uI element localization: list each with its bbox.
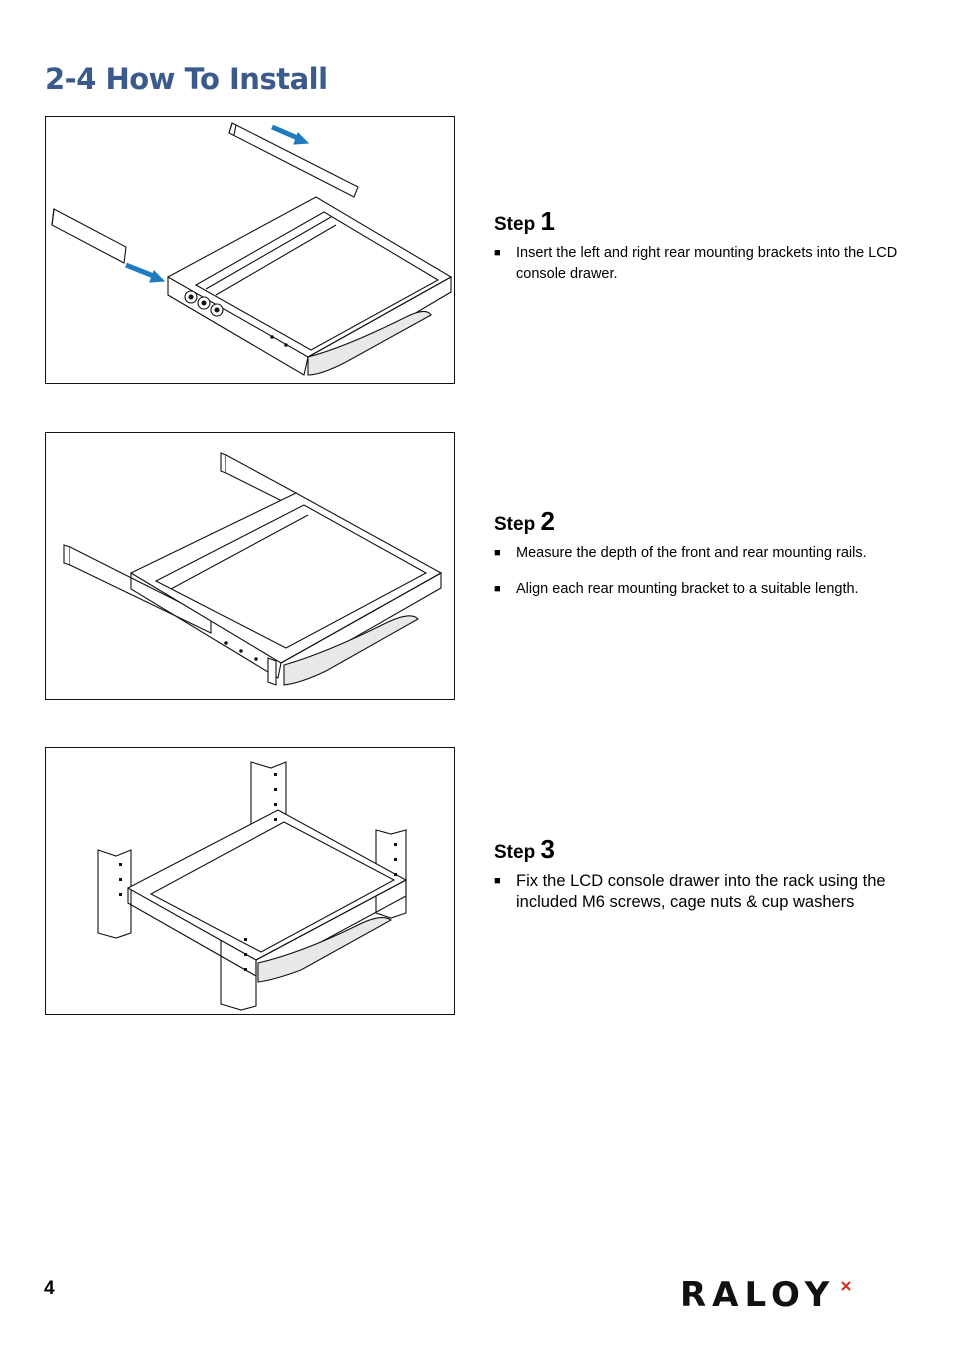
step-3-section: Step 3 ■ Fix the LCD console drawer into… [494, 834, 924, 928]
bullet-icon: ■ [494, 583, 501, 595]
step-number: 2 [540, 506, 555, 536]
raloy-logo: RALOY [680, 1275, 910, 1315]
bullet-icon: ■ [494, 547, 501, 559]
list-item: ■ Measure the depth of the front and rea… [494, 543, 924, 564]
step-number: 3 [540, 834, 555, 864]
step-label: Step [494, 214, 536, 235]
step-label: Step [494, 842, 536, 863]
list-item-text: Align each rear mounting bracket to a su… [516, 581, 859, 597]
step-1-heading: Step 1 [494, 206, 924, 237]
step-label: Step [494, 514, 536, 535]
step-3-illustration [45, 747, 455, 1015]
bullet-icon: ■ [494, 875, 501, 887]
step-1-illustration [45, 116, 455, 384]
step-2-heading: Step 2 [494, 506, 924, 537]
step-1-section: Step 1 ■ Insert the left and right rear … [494, 206, 924, 300]
page-number: 4 [44, 1278, 55, 1299]
list-item: ■ Align each rear mounting bracket to a … [494, 579, 924, 600]
step-2-section: Step 2 ■ Measure the depth of the front … [494, 506, 924, 615]
svg-text:RALOY: RALOY [680, 1276, 835, 1310]
step-number: 1 [540, 206, 555, 236]
list-item: ■ Insert the left and right rear mountin… [494, 243, 924, 285]
page-title: 2-4 How To Install [45, 62, 328, 96]
list-item: ■ Fix the LCD console drawer into the ra… [494, 871, 924, 913]
list-item-text: Measure the depth of the front and rear … [516, 545, 867, 561]
bullet-icon: ■ [494, 247, 501, 259]
list-item-text: Insert the left and right rear mounting … [516, 245, 898, 282]
step-3-heading: Step 3 [494, 834, 924, 865]
list-item-text: Fix the LCD console drawer into the rack… [516, 872, 886, 911]
step-2-illustration [45, 432, 455, 700]
